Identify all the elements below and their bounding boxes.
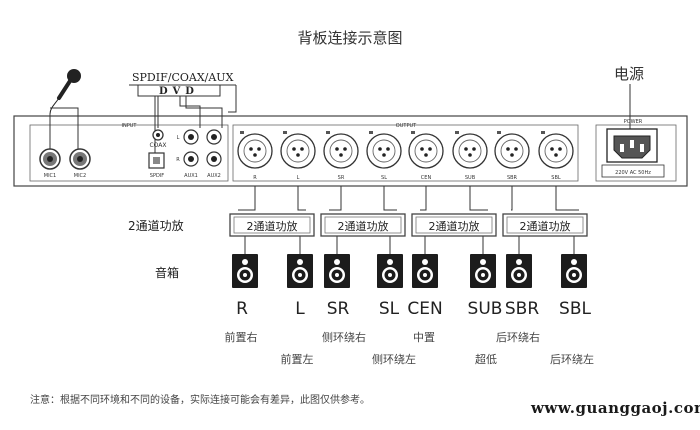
xlr-connector-icon[interactable] bbox=[280, 131, 316, 169]
xlr-connector-icon[interactable] bbox=[494, 131, 530, 169]
speaker-icon bbox=[470, 254, 496, 288]
dvd-label: DVD bbox=[159, 86, 199, 97]
mic2-label: MIC2 bbox=[74, 173, 86, 179]
amp-row-label: 2通道功放 bbox=[128, 219, 184, 233]
amp-input-cable bbox=[511, 197, 513, 211]
amplifier-box bbox=[320, 213, 406, 237]
xlr-connector-icon[interactable] bbox=[323, 131, 359, 169]
mic2-jack[interactable] bbox=[69, 148, 91, 170]
speaker-icon bbox=[412, 254, 438, 288]
speaker-icon bbox=[377, 254, 403, 288]
coax-jack[interactable] bbox=[152, 129, 164, 141]
speaker-icon bbox=[324, 254, 350, 288]
rca-r-label: R bbox=[176, 157, 180, 163]
amp-input-cable bbox=[469, 197, 488, 211]
speaker-icon bbox=[232, 254, 258, 288]
channel-code: R bbox=[236, 299, 248, 319]
channel-name: 前置右 bbox=[224, 331, 258, 344]
xlr-connector-icon[interactable] bbox=[408, 131, 444, 169]
channel-name: 侧环绕左 bbox=[372, 353, 416, 366]
channel-name: 侧环绕右 bbox=[322, 331, 366, 344]
aux2-label: AUX2 bbox=[207, 173, 221, 179]
speaker-row-label: 音箱 bbox=[155, 266, 180, 280]
channel-code: SUB bbox=[467, 299, 503, 319]
channel-name: 后环绕左 bbox=[550, 353, 594, 366]
xlr-connector-icon[interactable] bbox=[452, 131, 488, 169]
voltage-label: 220V AC 50Hz bbox=[615, 170, 651, 176]
aux1-label: AUX1 bbox=[184, 173, 198, 179]
amp-input-cable bbox=[420, 197, 427, 211]
channel-code: CEN bbox=[407, 299, 443, 319]
output-jack-label: SBL bbox=[551, 175, 561, 181]
xlr-connector-icon[interactable] bbox=[237, 131, 273, 169]
speaker-icon bbox=[506, 254, 532, 288]
spdif-label: SPDIF bbox=[150, 173, 165, 179]
dvd-box bbox=[137, 84, 221, 97]
page-title: 背板连接示意图 bbox=[297, 29, 403, 47]
output-jack-label: SBR bbox=[507, 175, 518, 181]
channel-code: L bbox=[295, 299, 305, 319]
output-jack-label: SR bbox=[338, 175, 345, 181]
amp-input-cable bbox=[329, 197, 342, 211]
amp-input-cable bbox=[383, 197, 397, 211]
rear-panel bbox=[13, 115, 688, 187]
amplifier-label: 2通道功放 bbox=[428, 220, 480, 233]
output-jack-label: SUB bbox=[465, 175, 476, 181]
channel-name: 前置左 bbox=[280, 353, 314, 366]
xlr-connector-icon[interactable] bbox=[366, 131, 402, 169]
channel-name: 超低 bbox=[475, 353, 497, 366]
rca-jack-icon[interactable] bbox=[183, 129, 222, 167]
amp-input-cable bbox=[555, 197, 579, 211]
coax-label: COAX bbox=[149, 142, 166, 149]
output-jack-label: R bbox=[253, 175, 257, 181]
power-label: POWER bbox=[624, 119, 643, 125]
amplifier-box bbox=[411, 213, 497, 237]
output-jack-label: L bbox=[297, 175, 300, 181]
input-section-border bbox=[29, 124, 229, 182]
amplifier-label: 2通道功放 bbox=[337, 220, 389, 233]
mic1-label: MIC1 bbox=[44, 173, 56, 179]
channel-code: SR bbox=[326, 299, 350, 319]
amplifier-label: 2通道功放 bbox=[519, 220, 571, 233]
output-section-border bbox=[232, 124, 579, 182]
microphone-icon bbox=[49, 69, 81, 115]
channel-code: SBL bbox=[559, 299, 591, 319]
input-label: INPUT bbox=[122, 123, 138, 129]
watermark: www.guanggaoj.com bbox=[531, 399, 700, 417]
amplifier-box bbox=[502, 213, 588, 237]
amplifier-box bbox=[229, 213, 315, 237]
mic1-jack[interactable] bbox=[39, 148, 61, 170]
amp-input-cable bbox=[297, 197, 306, 211]
channel-name: 后环绕右 bbox=[496, 331, 540, 344]
power-section-border bbox=[595, 124, 677, 182]
amplifier-label: 2通道功放 bbox=[246, 220, 298, 233]
spdif-header: SPDIF/COAX/AUX bbox=[132, 71, 234, 84]
speaker-icon bbox=[561, 254, 587, 288]
channel-name: 中置 bbox=[413, 331, 435, 344]
amp-input-cable bbox=[238, 197, 256, 211]
channel-code: SL bbox=[378, 299, 400, 319]
power-title: 电源 bbox=[614, 65, 645, 83]
xlr-connector-icon[interactable] bbox=[538, 131, 574, 169]
channel-code: SBR bbox=[504, 299, 540, 319]
rca-l-label: L bbox=[177, 135, 180, 141]
output-jack-label: CEN bbox=[421, 175, 432, 181]
output-label: OUTPUT bbox=[396, 123, 417, 129]
power-socket-icon[interactable] bbox=[606, 128, 658, 163]
output-jack-label: SL bbox=[381, 175, 387, 181]
disclaimer-note: 注意：根据不同环境和不同的设备，实际连接可能会有差异，此图仅供参考。 bbox=[30, 395, 370, 406]
speaker-icon bbox=[287, 254, 313, 288]
